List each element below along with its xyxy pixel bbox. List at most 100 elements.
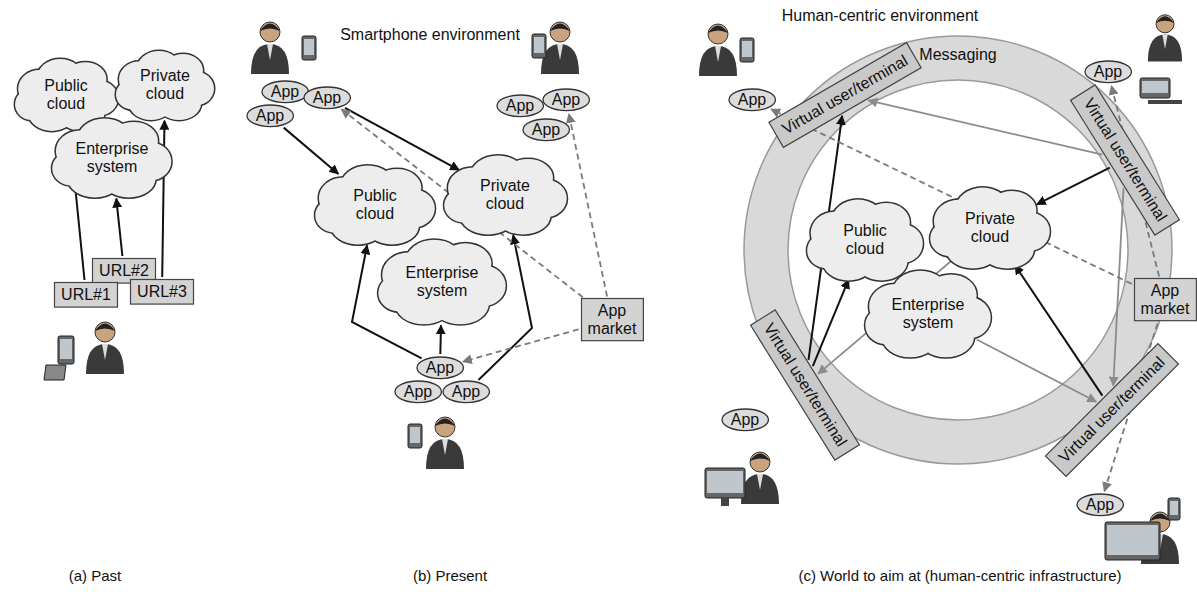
oval-shape	[497, 95, 543, 117]
person-hair	[708, 26, 728, 34]
access-arrow	[1015, 265, 1102, 395]
label-box: URL#1	[54, 282, 118, 308]
device-body	[58, 336, 74, 364]
node-text: URL#2	[99, 262, 149, 280]
cloud-edge	[949, 203, 1032, 256]
monitor-stand	[721, 498, 729, 506]
person-body	[541, 44, 579, 74]
node-text: Public cloud	[843, 222, 887, 257]
app-oval: App	[522, 118, 570, 142]
label-box: URL#3	[130, 279, 194, 305]
box-shape	[751, 310, 860, 460]
person-hair	[260, 24, 280, 32]
person-hair	[95, 324, 115, 332]
phone-keypad	[44, 365, 66, 380]
download-arrow	[463, 329, 579, 361]
node-text: App	[731, 411, 759, 429]
app-oval: App	[1076, 493, 1124, 517]
access-arrow	[439, 325, 442, 354]
node-text: Enterprise system	[892, 296, 965, 331]
person-hair	[1150, 514, 1170, 522]
node-text: Private cloud	[965, 210, 1015, 245]
access-arrow	[1037, 168, 1110, 205]
cloud-fill	[398, 256, 486, 311]
cloud-edge	[463, 171, 548, 223]
box-shape	[131, 280, 194, 305]
environment-label: Human-centric environment	[782, 7, 979, 25]
app-oval: App	[1084, 60, 1132, 84]
box-shape	[1134, 279, 1196, 321]
device-screen	[304, 39, 314, 55]
device-body	[1168, 498, 1180, 520]
person-shirt	[557, 44, 563, 60]
person-body	[251, 44, 289, 74]
node-text: Private cloud	[480, 177, 530, 212]
person-shirt	[1162, 35, 1167, 49]
device-body	[302, 36, 316, 60]
virtual-terminal-box: Virtual user/terminal	[768, 42, 922, 148]
cloud-fill	[825, 215, 905, 268]
node-text: App	[426, 359, 454, 377]
cloud-node: Public cloud	[314, 162, 436, 248]
person-head	[750, 452, 770, 472]
node-text: App	[506, 97, 534, 115]
access-arrow	[116, 199, 122, 256]
cloud-fill	[30, 73, 101, 120]
person-hair	[550, 24, 570, 32]
oval-shape	[543, 89, 589, 111]
oval-shape	[523, 119, 569, 141]
person-figure	[251, 22, 289, 74]
device-screen	[707, 471, 743, 493]
panel-caption: (c) World to aim at (human-centric infra…	[798, 567, 1121, 584]
cloud-fill	[334, 181, 417, 233]
node-text: URL#3	[137, 283, 187, 301]
oval-shape	[1085, 61, 1131, 83]
person-shirt	[715, 46, 721, 62]
node-text: Virtual user/terminal	[779, 52, 911, 138]
person-head	[1156, 15, 1174, 33]
device-body	[532, 34, 546, 58]
app-oval: App	[542, 88, 590, 112]
person-figure	[741, 452, 779, 504]
node-text: App	[452, 383, 480, 401]
label-box: App market	[581, 298, 644, 341]
person-figure	[1148, 15, 1182, 62]
node-text: Virtual user/terminal	[760, 320, 850, 450]
laptop-base	[1148, 100, 1182, 104]
person-figure	[699, 24, 737, 76]
app-oval: App	[394, 380, 442, 404]
oval-shape	[1077, 494, 1123, 516]
oval-shape	[722, 409, 768, 431]
panel-caption: (b) Present	[413, 567, 487, 584]
person-shirt	[267, 44, 273, 60]
cloud-node: Enterprise system	[51, 115, 173, 201]
person-shirt	[757, 474, 763, 490]
oval-shape	[304, 87, 350, 109]
oval-shape	[247, 105, 293, 127]
person-shirt	[102, 344, 108, 360]
node-text: App	[1086, 496, 1114, 514]
node-text: App market	[1141, 282, 1190, 317]
cloud-fill	[71, 134, 154, 186]
person-head	[550, 22, 570, 42]
virtual-terminal-box: Virtual user/terminal	[1070, 84, 1180, 236]
device-screen	[1107, 525, 1158, 555]
oval-shape	[443, 381, 489, 403]
node-text: App	[256, 107, 284, 125]
cloud-node: Public cloud	[806, 196, 924, 284]
app-oval: App	[303, 86, 351, 110]
node-text: Enterprise system	[406, 264, 479, 299]
people	[86, 15, 1182, 564]
box-shape	[581, 299, 643, 341]
person-hair	[435, 419, 455, 427]
node-text: App	[532, 121, 560, 139]
app-oval: App	[496, 94, 544, 118]
environment-label: Smartphone environment	[340, 26, 520, 44]
node-text: App	[738, 91, 766, 109]
app-oval: App	[721, 408, 769, 432]
node-text: App	[313, 89, 341, 107]
download-arrow	[771, 109, 1132, 284]
person-body	[741, 474, 779, 504]
box-shape	[769, 43, 921, 148]
box-shape	[1046, 344, 1179, 477]
